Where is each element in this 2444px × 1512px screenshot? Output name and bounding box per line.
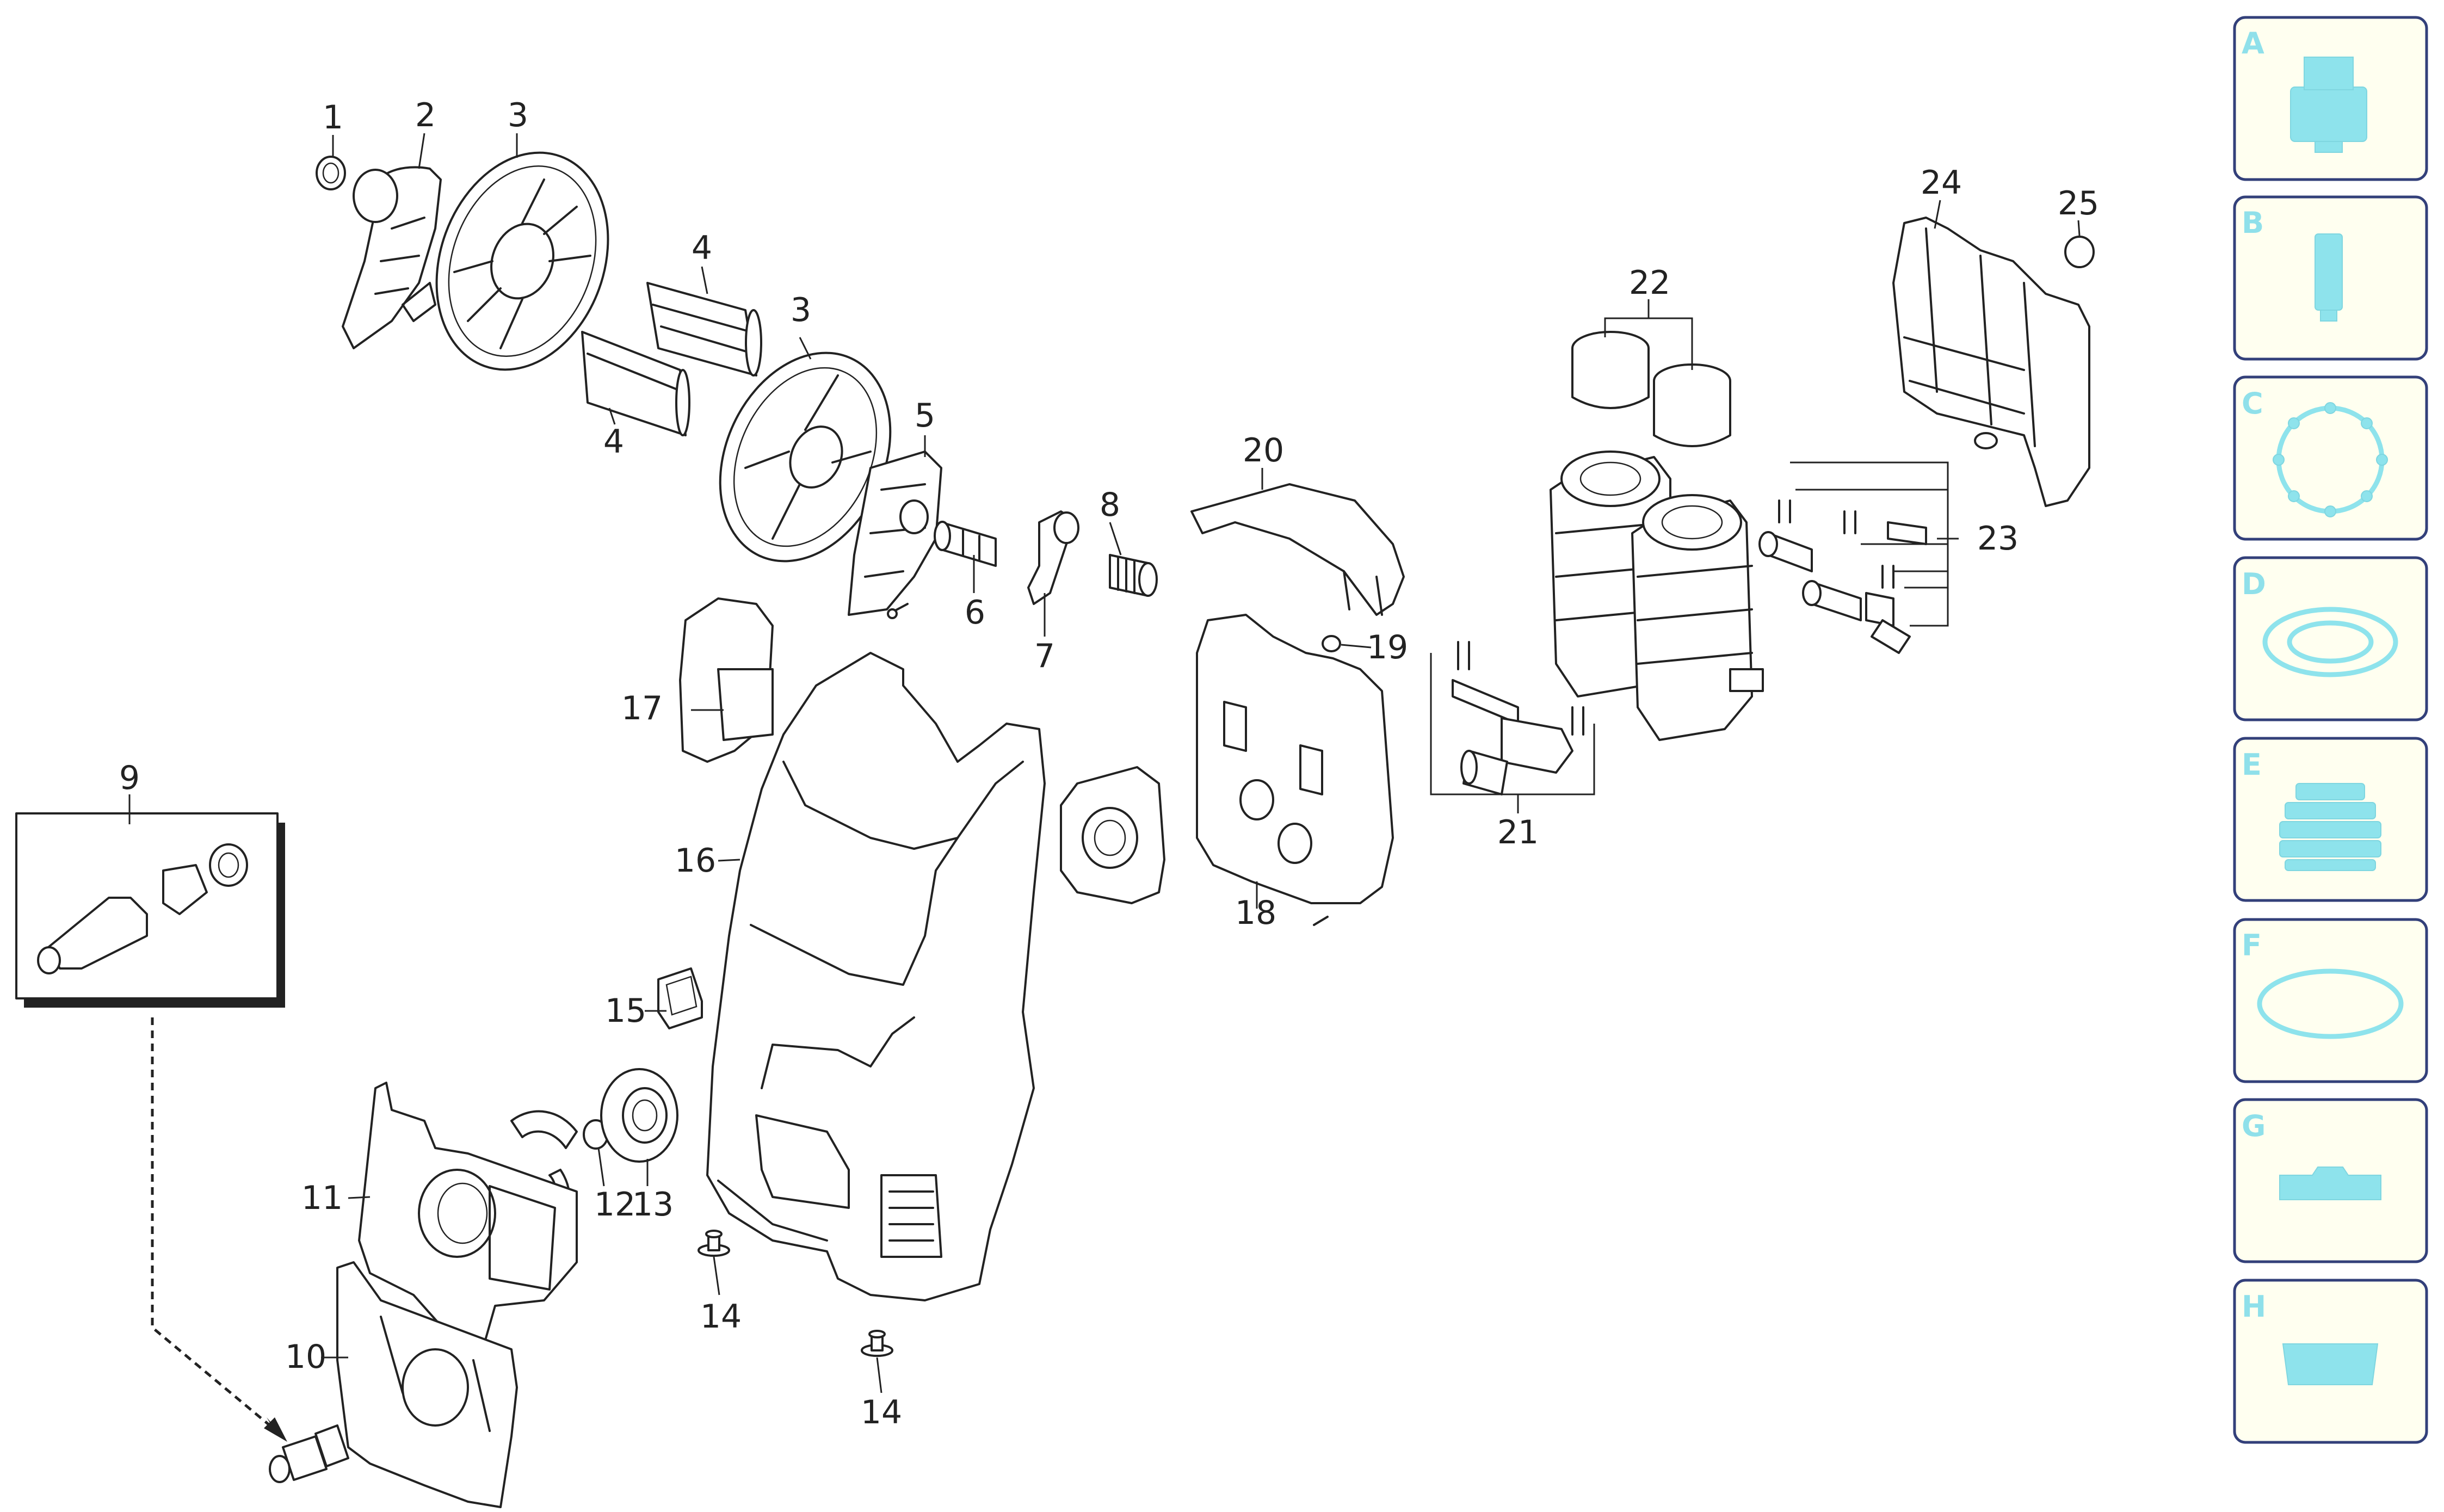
label-part-19: 19 [1367, 628, 1408, 666]
part-24-rear-shell [1892, 217, 2090, 507]
label-part-14a: 14 [700, 1298, 742, 1336]
part-25-cap [2064, 236, 2095, 268]
part-23-bracket [1790, 461, 1959, 627]
label-part-14b: 14 [861, 1393, 902, 1431]
part-10-rear-panel [336, 1261, 518, 1508]
side-item-d-letter: D [2242, 567, 2266, 601]
label-part-3b: 3 [791, 291, 811, 329]
part-8-knob [1109, 554, 1158, 597]
part-13-connector [600, 1068, 678, 1163]
label-part-25: 25 [2058, 184, 2099, 223]
cartridge-icon [2290, 57, 2367, 153]
part-15-plate [657, 967, 703, 1029]
part-3-reel-wheel [719, 351, 892, 563]
side-item-b[interactable]: B [2233, 195, 2428, 361]
part-21-bracket [1430, 653, 1595, 813]
leader-lines [128, 133, 2081, 1393]
label-part-23: 23 [1977, 520, 2019, 558]
stacked-ring-icon [2279, 783, 2381, 871]
notched-block-icon [2279, 1167, 2381, 1200]
side-item-a-letter: A [2242, 26, 2264, 60]
part-22-bracket [1604, 299, 1693, 370]
label-part-4a: 4 [692, 229, 712, 267]
side-item-f[interactable]: F [2233, 918, 2428, 1083]
label-part-6: 6 [965, 594, 985, 632]
part-11-holder [358, 1082, 578, 1345]
side-item-b-letter: B [2242, 206, 2264, 240]
side-item-h[interactable]: H [2233, 1279, 2428, 1444]
side-item-a[interactable]: A [2233, 16, 2428, 181]
capacitor-block [1060, 766, 1165, 904]
part-10-garden-connector [269, 1424, 349, 1483]
label-part-10: 10 [285, 1338, 326, 1376]
part-17-hook [679, 597, 774, 763]
o-ring-icon [2257, 968, 2404, 1039]
part-6-shaft [934, 521, 997, 567]
side-item-e-letter: E [2242, 748, 2262, 782]
part-21-valves [1452, 641, 1584, 795]
gear-ring-icon [2273, 402, 2388, 517]
side-item-e[interactable]: E [2233, 737, 2428, 902]
label-part-24: 24 [1921, 164, 1962, 202]
part-9-arrow [151, 1017, 287, 1442]
side-item-g-letter: G [2242, 1109, 2266, 1143]
side-item-c[interactable]: C [2233, 375, 2428, 541]
part-14-foot-right [861, 1330, 893, 1357]
part-22-cap-right [1653, 363, 1731, 447]
part-16-main-housing [706, 652, 1046, 1301]
label-part-18: 18 [1235, 894, 1276, 932]
part-9-inset-box [15, 812, 285, 1008]
label-part-4b: 4 [603, 423, 624, 461]
part-20-lid [1190, 483, 1405, 616]
label-part-12: 12 [594, 1186, 635, 1224]
part-14-foot-left [698, 1230, 730, 1257]
label-part-5: 5 [915, 397, 935, 435]
label-part-11: 11 [301, 1179, 343, 1217]
label-part-7: 7 [1034, 637, 1055, 675]
label-part-20: 20 [1243, 431, 1284, 470]
part-1-ring [316, 156, 346, 190]
side-panel: A B C [2233, 16, 2428, 1444]
part-2-hub-cover [342, 166, 442, 349]
part-18-switch-box [1196, 614, 1394, 904]
part-4-tube-upper [646, 282, 762, 377]
side-item-g[interactable]: G [2233, 1098, 2428, 1263]
label-part-13: 13 [632, 1186, 674, 1224]
label-part-21: 21 [1497, 813, 1539, 851]
pump-motor-right [1631, 494, 1764, 741]
side-item-f-letter: F [2242, 928, 2262, 962]
part-7-crank [1027, 510, 1079, 605]
part-23-fittings [1758, 499, 1927, 654]
label-part-17: 17 [621, 689, 663, 727]
part-22-cap-left [1571, 331, 1650, 409]
label-part-22: 22 [1629, 264, 1670, 302]
side-item-d[interactable]: D [2233, 556, 2428, 721]
side-item-c-letter: C [2242, 386, 2263, 421]
trapezoid-block-icon [2282, 1343, 2379, 1385]
label-part-1: 1 [323, 98, 343, 137]
screw-18 [1313, 916, 1329, 926]
part-5-bracket [848, 450, 942, 616]
label-part-15: 15 [605, 992, 646, 1030]
screw-5 [887, 603, 909, 619]
part-19-clip [1322, 635, 1341, 652]
flat-seal-icon [2262, 607, 2398, 677]
part-labels: 1 2 3 3 4 4 5 6 7 8 9 10 11 12 13 14 14 … [119, 96, 2099, 1431]
part-4-tube-lower [581, 331, 690, 436]
part-3-reel-disc [435, 151, 609, 371]
label-part-9: 9 [119, 759, 140, 797]
label-part-3a: 3 [508, 96, 528, 134]
label-part-8: 8 [1100, 486, 1120, 524]
label-part-16: 16 [675, 842, 716, 880]
filter-tube-icon [2315, 233, 2343, 322]
side-item-h-letter: H [2242, 1289, 2266, 1324]
label-part-2: 2 [415, 96, 436, 134]
